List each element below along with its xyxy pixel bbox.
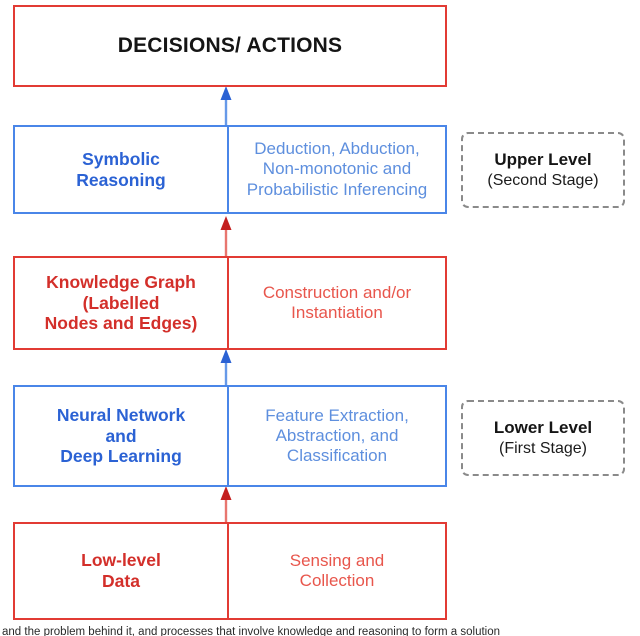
low-level-data-desc-line-1: Sensing and bbox=[289, 550, 385, 570]
neural-network-box[interactable]: Neural Network and Deep Learning Feature… bbox=[13, 385, 447, 487]
neural-network-description: Feature Extraction, Abstraction, and Cla… bbox=[229, 387, 445, 485]
neural-network-title: Neural Network and Deep Learning bbox=[15, 387, 229, 485]
symbolic-reasoning-desc-line-1: Deduction, Abduction, bbox=[254, 139, 420, 159]
upper-level-subtitle: (Second Stage) bbox=[487, 171, 599, 189]
symbolic-reasoning-description: Deduction, Abduction, Non-monotonic and … bbox=[229, 127, 445, 212]
knowledge-graph-title-line-1: Knowledge Graph bbox=[46, 272, 196, 293]
knowledge-graph-description: Construction and/or Instantiation bbox=[229, 258, 445, 348]
symbolic-reasoning-title: Symbolic Reasoning bbox=[15, 127, 229, 212]
symbolic-reasoning-desc-line-3: Probabilistic Inferencing bbox=[246, 179, 428, 199]
upper-level-label-box: Upper Level (Second Stage) bbox=[461, 132, 625, 208]
figure-caption: and the problem behind it, and processes… bbox=[2, 626, 501, 636]
neural-network-desc-line-1: Feature Extraction, bbox=[265, 405, 409, 425]
symbolic-reasoning-box[interactable]: Symbolic Reasoning Deduction, Abduction,… bbox=[13, 125, 447, 214]
arrow-to-knowledge bbox=[220, 349, 232, 385]
knowledge-graph-desc-line-1: Construction and/or bbox=[262, 282, 412, 302]
knowledge-graph-title-line-3: Nodes and Edges) bbox=[44, 313, 198, 334]
low-level-data-box[interactable]: Low-level Data Sensing and Collection bbox=[13, 522, 447, 620]
knowledge-graph-box[interactable]: Knowledge Graph (Labelled Nodes and Edge… bbox=[13, 256, 447, 350]
neural-network-title-line-3: Deep Learning bbox=[60, 446, 182, 467]
lower-level-subtitle: (First Stage) bbox=[498, 439, 587, 457]
upper-level-title: Upper Level bbox=[494, 150, 592, 170]
decisions-actions-label: DECISIONS/ ACTIONS bbox=[117, 33, 343, 57]
low-level-data-desc-line-2: Collection bbox=[299, 571, 375, 590]
knowledge-graph-title: Knowledge Graph (Labelled Nodes and Edge… bbox=[15, 258, 229, 348]
lower-level-title: Lower Level bbox=[493, 418, 593, 438]
low-level-data-title-line-2: Data bbox=[102, 571, 140, 591]
neural-network-desc-line-3: Classification bbox=[286, 446, 388, 466]
low-level-data-title-line-1: Low-level bbox=[81, 550, 161, 571]
knowledge-graph-title-line-2: (Labelled bbox=[82, 292, 160, 313]
lower-level-label-box: Lower Level (First Stage) bbox=[461, 400, 625, 476]
arrow-to-neural bbox=[220, 486, 232, 522]
knowledge-graph-desc-line-2: Instantiation bbox=[291, 303, 383, 322]
neural-network-desc-line-2: Abstraction, and bbox=[275, 425, 399, 445]
decisions-actions-box[interactable]: DECISIONS/ ACTIONS bbox=[13, 5, 447, 87]
arrow-to-decisions bbox=[220, 86, 232, 125]
low-level-data-description: Sensing and Collection bbox=[229, 524, 445, 618]
symbolic-reasoning-desc-line-2: Non-monotonic and bbox=[262, 159, 412, 179]
neural-network-title-line-2: and bbox=[105, 425, 137, 446]
neural-network-title-line-1: Neural Network bbox=[56, 405, 186, 426]
symbolic-reasoning-title-line-2: Reasoning bbox=[76, 169, 166, 190]
low-level-data-title: Low-level Data bbox=[15, 524, 229, 618]
arrow-to-symbolic bbox=[220, 216, 232, 256]
caption-clip-region: and the problem behind it, and processes… bbox=[0, 626, 640, 636]
symbolic-reasoning-title-line-1: Symbolic bbox=[82, 148, 160, 169]
